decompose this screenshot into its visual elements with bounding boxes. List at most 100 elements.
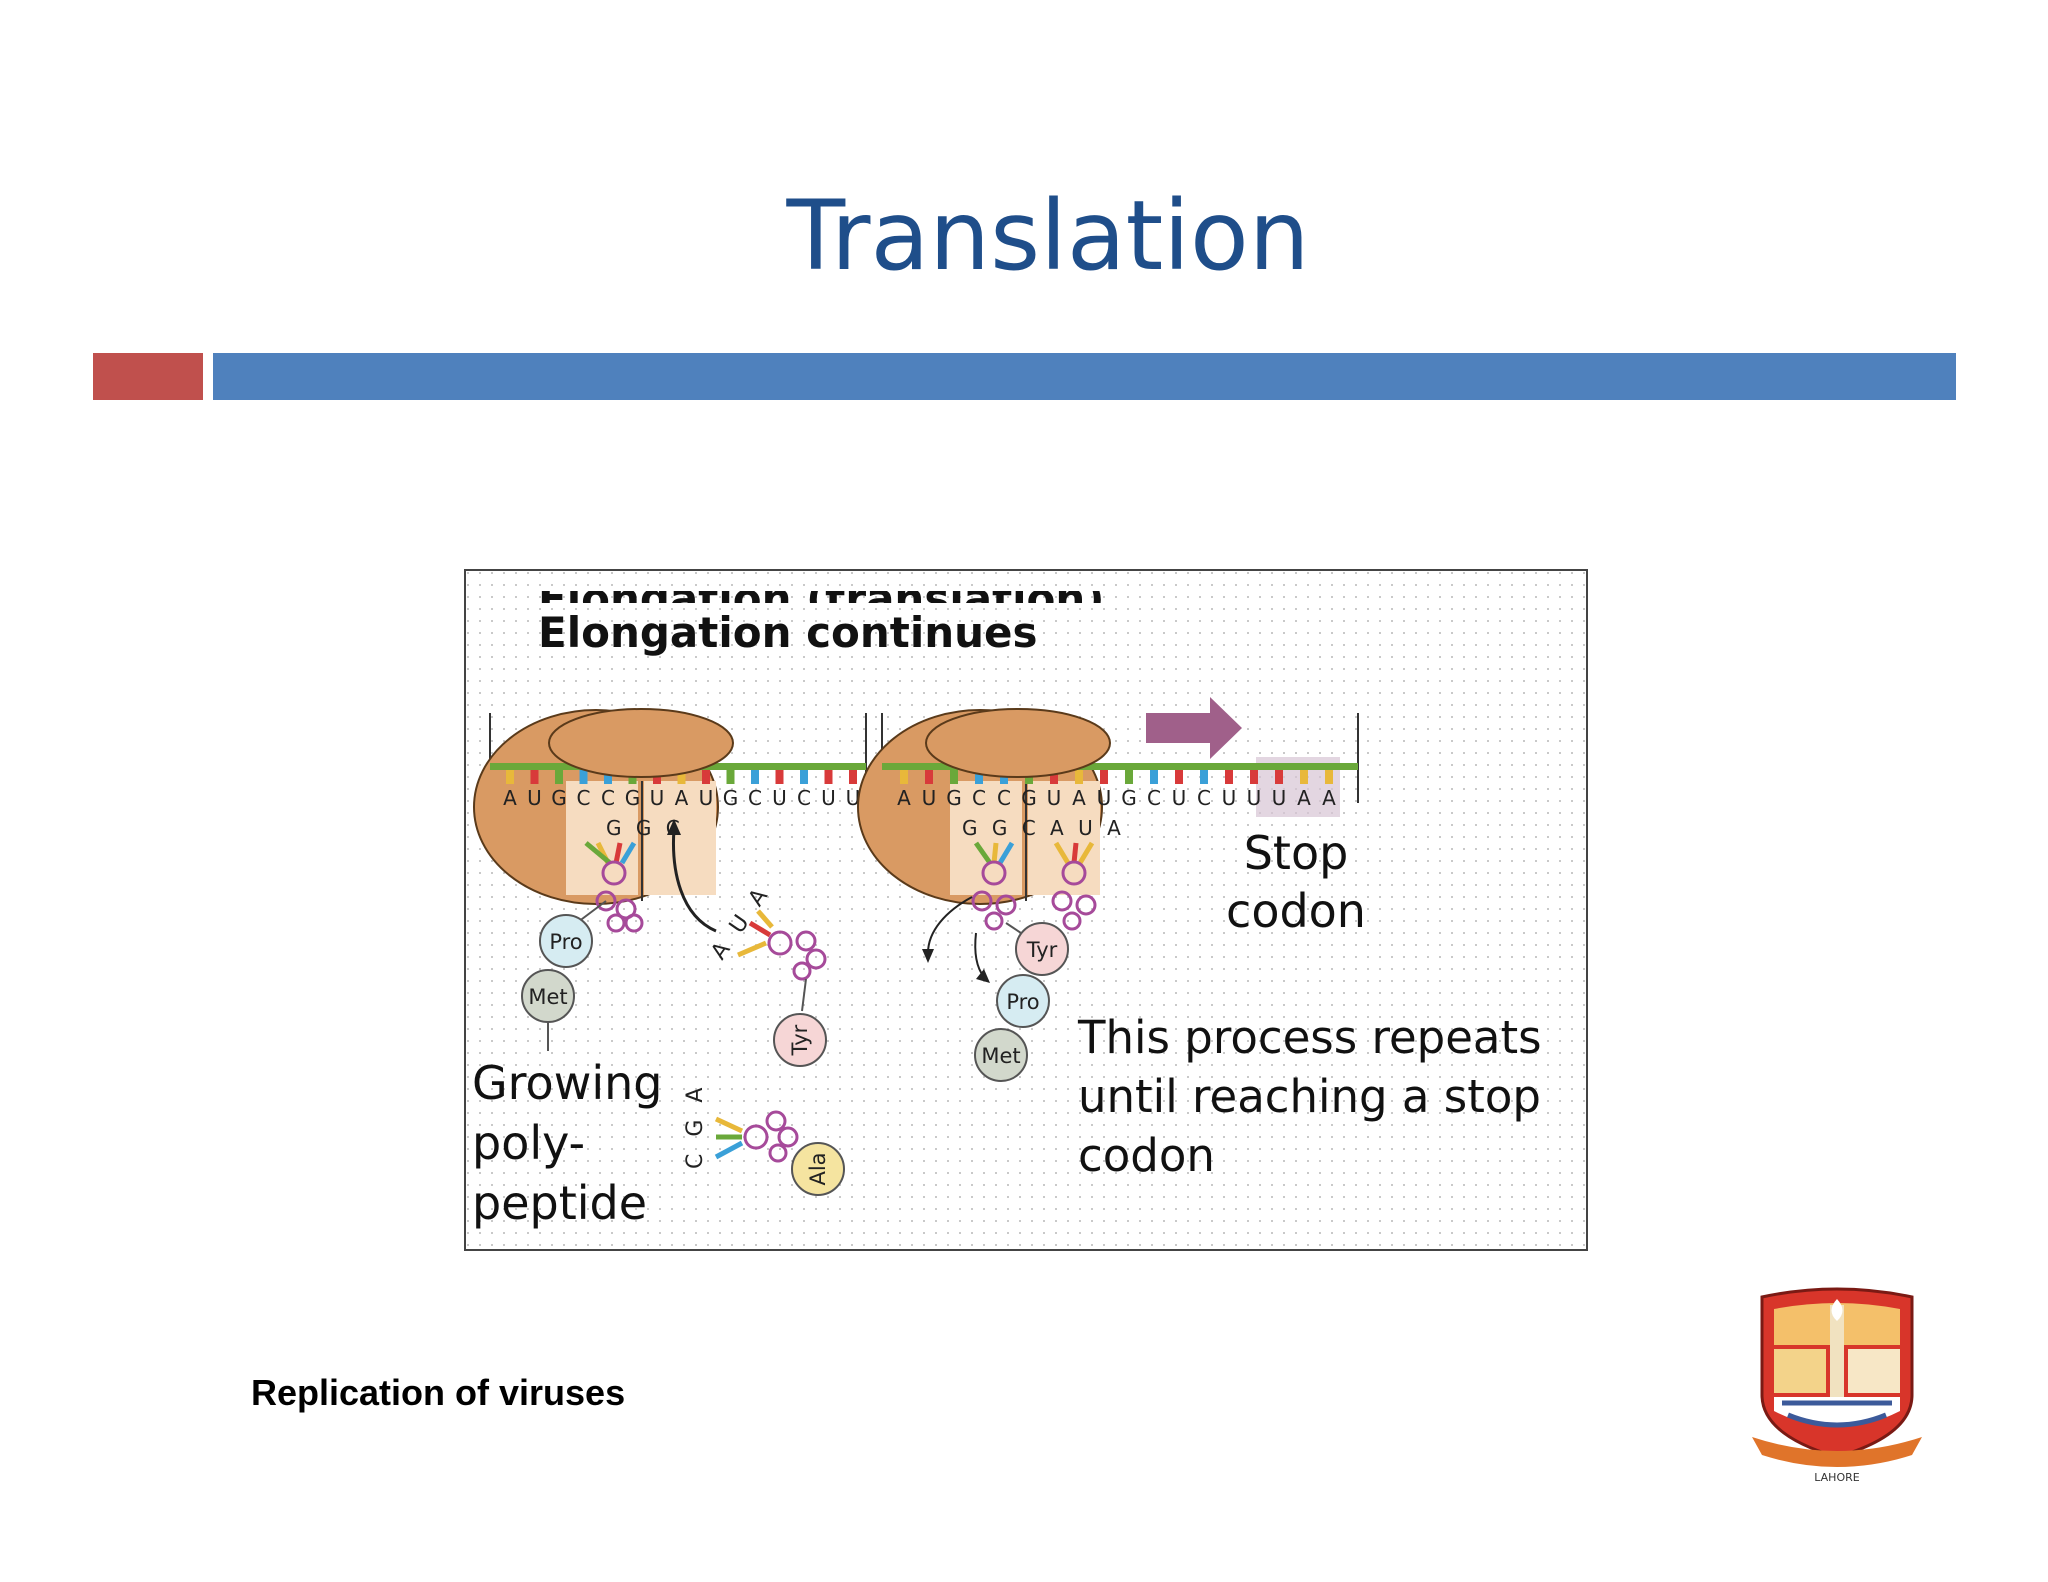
svg-text:Ala: Ala <box>806 1152 830 1185</box>
mrna-base-letter: A <box>503 786 517 810</box>
mrna-base-tooth <box>1175 770 1183 784</box>
svg-text:C G A: C G A <box>683 1083 708 1169</box>
diagram-heading: Elongation continues <box>538 608 1038 657</box>
mrna-base-letter: A <box>1072 786 1086 810</box>
mrna-base-tooth <box>555 770 563 784</box>
mrna-base-letter: A <box>897 786 911 810</box>
growing-polypeptide-label: peptide <box>472 1176 647 1230</box>
trna-pair <box>971 841 1097 931</box>
mrna-base-tooth <box>900 770 908 784</box>
mrna-base-tooth <box>604 770 612 784</box>
mrna-base-tooth <box>950 770 958 784</box>
stop-codon-label: Stop <box>1244 826 1349 880</box>
mrna-base-tooth <box>1100 770 1108 784</box>
mrna-base-tooth <box>506 770 514 784</box>
mrna-base-letter: C <box>601 786 615 810</box>
mrna-base-tooth <box>1200 770 1208 784</box>
growing-polypeptide-label: Growing <box>472 1056 662 1110</box>
title-accent-bar <box>93 353 203 400</box>
mrna-base-letter: G <box>946 786 962 810</box>
mrna-base-tooth <box>1150 770 1158 784</box>
title-divider-bar <box>213 353 1956 400</box>
mrna-base-tooth <box>1300 770 1308 784</box>
growing-polypeptide-label: poly- <box>472 1116 585 1170</box>
amino-acid-label: Pro <box>1006 990 1039 1014</box>
mrna-base-letter: U <box>1222 786 1237 810</box>
mrna-base-tooth <box>1225 770 1233 784</box>
mrna-base-tooth <box>530 770 539 784</box>
amino-acid-tyr <box>773 1013 827 1067</box>
mrna-base-letter: C <box>1147 786 1161 810</box>
mrna-base-tooth <box>579 770 588 784</box>
amino-acid-label: Pro <box>549 930 582 954</box>
mrna-base-letter: U <box>1172 786 1187 810</box>
mrna-base-letter: U <box>1247 786 1262 810</box>
movement-arrow <box>1146 697 1242 759</box>
mrna-base-letter: U <box>772 786 787 810</box>
mrna-base-letter: C <box>577 786 591 810</box>
mrna-base-tooth <box>1075 770 1083 784</box>
small-ribosomal-subunit <box>925 708 1111 778</box>
mrna-base-letter: C <box>1197 786 1211 810</box>
footer-caption: Replication of viruses <box>251 1372 626 1413</box>
mrna-base-letter: G <box>1021 786 1037 810</box>
mrna-base-letter: U <box>1097 786 1112 810</box>
amino-acid-label: Met <box>981 1044 1020 1068</box>
svg-text:LAHORE: LAHORE <box>1814 1471 1859 1484</box>
elongation-diagram: Elongation (translation) Elongation cont… <box>464 569 1588 1251</box>
mrna-base-letter: G <box>625 786 641 810</box>
trna-p-site <box>584 841 644 933</box>
amino-acid-label: Met <box>528 985 567 1009</box>
mrna-base-letter: U <box>922 786 937 810</box>
college-crest-logo: LAHORE <box>1752 1287 1922 1484</box>
mrna-base-letter: U <box>821 786 836 810</box>
mrna-base-tooth <box>1275 770 1283 784</box>
amino-acid-pro <box>539 914 593 968</box>
stop-codon-label: codon <box>1226 884 1366 938</box>
free-trna: C G A Ala <box>683 1083 845 1196</box>
mrna-base-tooth <box>925 770 933 784</box>
mrna-base-letter: U <box>699 786 714 810</box>
mrna-base-tooth <box>1125 770 1133 784</box>
mrna-base-letter: C <box>972 786 986 810</box>
mrna-base-tooth <box>849 770 857 784</box>
amino-acid-label: Tyr <box>1026 938 1058 962</box>
mrna-base-letter: G <box>1121 786 1137 810</box>
mrna-base-tooth <box>1250 770 1258 784</box>
mrna-base-letter: A <box>675 786 689 810</box>
process-caption: until reaching a stop <box>1078 1070 1541 1123</box>
mrna-base-tooth <box>1050 770 1058 784</box>
mrna-backbone <box>882 763 1358 770</box>
mrna-base-tooth <box>726 770 735 784</box>
mrna-base-tooth <box>677 770 686 784</box>
amino-acid-ala <box>791 1142 845 1196</box>
trna-anticodon: G G C <box>606 816 684 840</box>
mrna-base-letter: C <box>748 786 762 810</box>
incoming-arrow <box>672 828 717 933</box>
mrna-base-letter: U <box>1272 786 1287 810</box>
mrna-base-letter: U <box>650 786 665 810</box>
mrna-base-tooth <box>751 770 759 784</box>
process-caption: This process repeats <box>1077 1011 1542 1064</box>
mrna-base-letter: G <box>723 786 739 810</box>
amino-acid-tyr <box>1015 922 1069 976</box>
mrna-base-tooth <box>702 770 710 784</box>
amino-acid-pro <box>996 974 1050 1028</box>
mrna-base-letter: U <box>1047 786 1062 810</box>
mrna-base-letter: U <box>527 786 542 810</box>
mrna-base-letter: U <box>846 786 861 810</box>
mrna-base-tooth <box>1325 770 1333 784</box>
svg-text:Tyr: Tyr <box>788 1024 812 1056</box>
mrna-base-letter: G <box>551 786 567 810</box>
dotted-background <box>466 571 1586 1249</box>
mrna-base-tooth <box>800 770 808 784</box>
mrna-base-letter: A <box>1297 786 1311 810</box>
slide-title: Translation <box>786 180 1310 292</box>
mrna-base-tooth <box>975 770 983 784</box>
small-ribosomal-subunit <box>548 708 734 778</box>
exit-arrow <box>927 896 973 954</box>
heading-cut: Elongation (translation) <box>538 574 1105 623</box>
process-caption: codon <box>1078 1129 1215 1182</box>
